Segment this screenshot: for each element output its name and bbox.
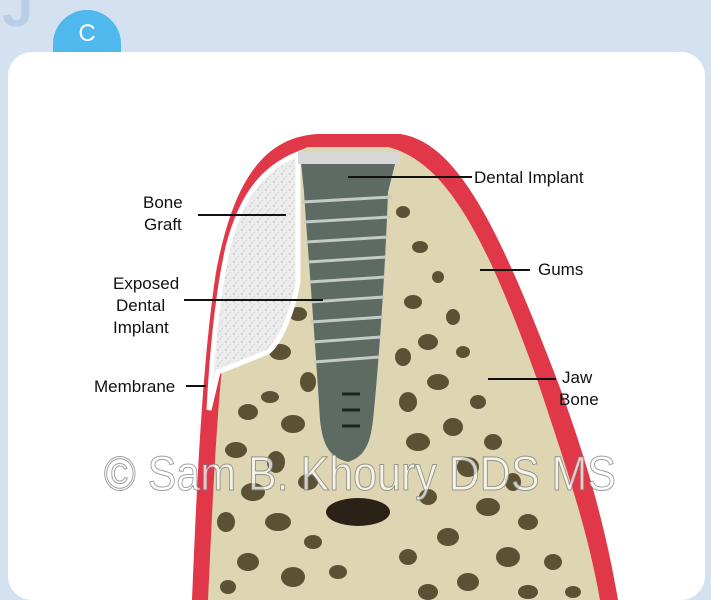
implant-diagram: Dental Implant Bone Graft Gums Exposed D… bbox=[8, 52, 705, 600]
label-exposed-line2: Dental bbox=[116, 296, 165, 315]
label-exposed-line1: Exposed bbox=[113, 274, 179, 293]
label-jaw-bone-line2: Bone bbox=[559, 390, 599, 409]
label-dental-implant: Dental Implant bbox=[474, 168, 584, 187]
label-bone-graft-line1: Bone bbox=[143, 193, 183, 212]
corner-decoration: J bbox=[2, 0, 33, 39]
diagram-card: Dental Implant Bone Graft Gums Exposed D… bbox=[8, 52, 705, 600]
label-membrane: Membrane bbox=[94, 377, 175, 396]
panel-letter: C bbox=[53, 20, 121, 48]
label-jaw-bone-line1: Jaw bbox=[562, 368, 593, 387]
nerve-canal bbox=[326, 498, 390, 526]
watermark: © Sam B. Khoury DDS MS bbox=[104, 448, 616, 501]
label-gums: Gums bbox=[538, 260, 583, 279]
label-bone-graft-line2: Graft bbox=[144, 215, 182, 234]
label-exposed-line3: Implant bbox=[113, 318, 169, 337]
